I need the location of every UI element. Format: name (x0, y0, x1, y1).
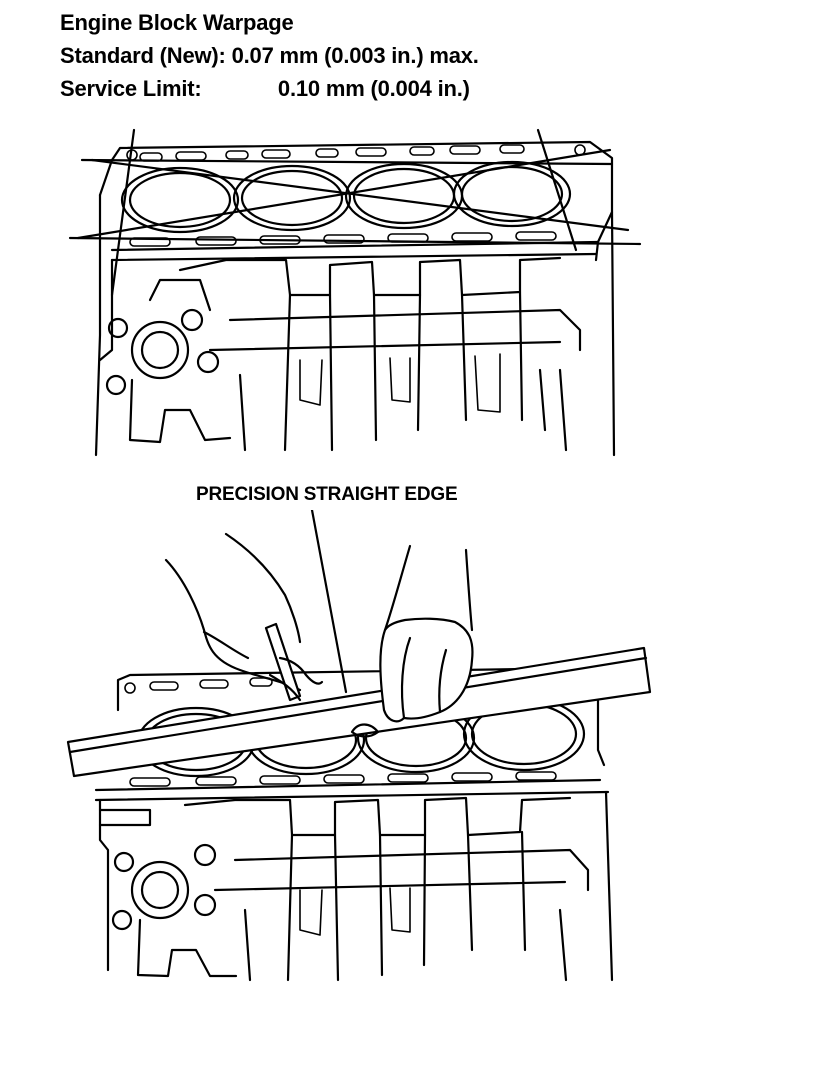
straight-edge-callout-label: PRECISION STRAIGHT EDGE (196, 484, 458, 505)
service-limit-row: Service Limit: 0.10 mm (0.004 in.) (60, 72, 479, 105)
check-line-right-edge (536, 128, 578, 252)
straight-edge-bar (66, 646, 652, 778)
left-hand-with-feeler-gauge (164, 532, 324, 702)
engine-block-drawing (94, 140, 616, 457)
service-limit-value: 0.10 mm (0.004 in.) (277, 76, 470, 101)
straight-edge-check-lines (68, 128, 642, 297)
standard-value: 0.07 mm (0.003 in.) max. (231, 43, 479, 68)
straight-edge-measurement-figure (0, 510, 816, 990)
callout-leader-line (310, 510, 348, 694)
spec-title: Engine Block Warpage (60, 10, 294, 35)
check-line-bottom (68, 236, 642, 246)
spec-block: Engine Block Warpage Standard (New): 0.0… (60, 6, 479, 105)
standard-row: Standard (New): 0.07 mm (0.003 in.) max. (60, 39, 479, 72)
check-line-diagonal-2 (76, 148, 612, 240)
engine-block-check-pattern-figure (0, 120, 816, 460)
check-line-left-edge (110, 128, 136, 297)
right-hand-on-straight-edge (350, 544, 474, 738)
check-line-diagonal-1 (90, 158, 630, 232)
standard-label: Standard (New): (60, 43, 226, 68)
service-limit-label: Service Limit: (60, 76, 202, 101)
